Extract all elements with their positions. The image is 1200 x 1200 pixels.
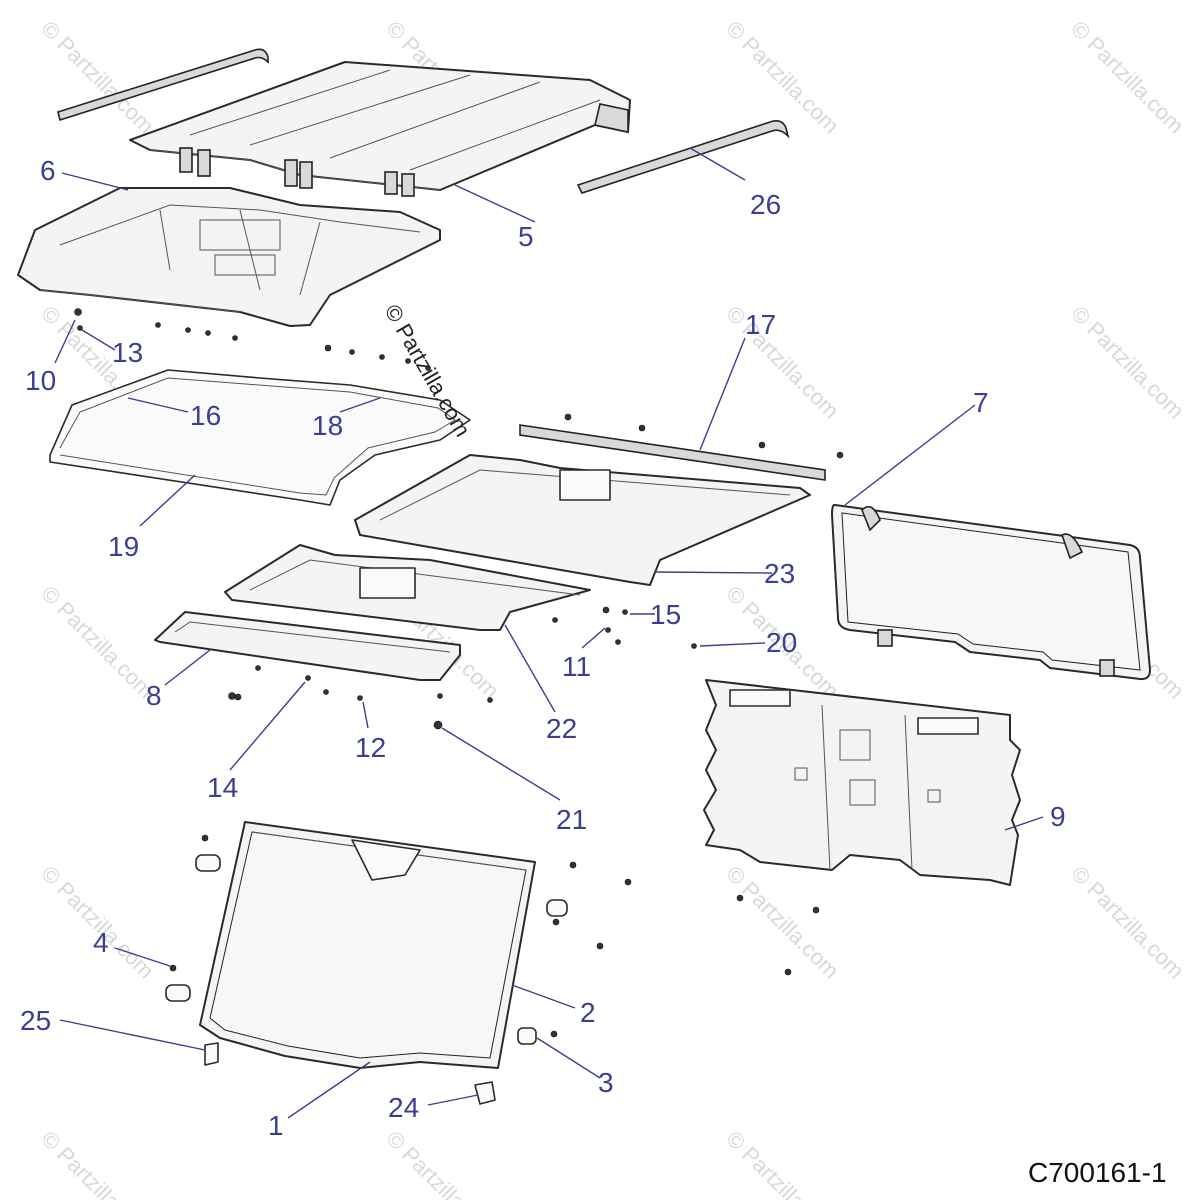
callout-13: 13 <box>112 337 143 368</box>
part-6-headliner <box>17 187 441 327</box>
callout-2: 2 <box>580 997 596 1028</box>
callout-5: 5 <box>518 221 534 252</box>
watermark-text: © Partzilla.com <box>1066 16 1189 139</box>
part-17-mounting-bar <box>519 413 844 481</box>
callout-23: 23 <box>764 558 795 589</box>
callout-21: 21 <box>556 804 587 835</box>
fasteners <box>74 308 820 1038</box>
callout-24: 24 <box>388 1092 419 1123</box>
callout-17: 17 <box>745 309 776 340</box>
part-7-rear-window <box>831 503 1151 681</box>
callout-1: 1 <box>268 1110 284 1141</box>
watermark-text: © Partzilla.com <box>721 16 844 139</box>
callout-26: 26 <box>750 189 781 220</box>
callout-8: 8 <box>146 680 162 711</box>
watermark-text: © Partzilla.com <box>36 581 159 704</box>
part-23-console-tray <box>354 454 811 586</box>
callout-12: 12 <box>355 732 386 763</box>
catalog-code: C700161-1 <box>1028 1157 1167 1188</box>
part-9-back-panel <box>703 679 1021 886</box>
callout-15: 15 <box>650 599 681 630</box>
watermark-text: © Partzilla.com <box>721 1126 844 1200</box>
callout-16: 16 <box>190 400 221 431</box>
watermark-text: © Partzilla.com <box>1066 301 1189 424</box>
callout-25: 25 <box>20 1005 51 1036</box>
part-19-frame <box>49 369 471 506</box>
callout-4: 4 <box>93 927 109 958</box>
callout-20: 20 <box>766 627 797 658</box>
watermark-text: © Partzilla.com <box>36 861 159 984</box>
callout-18: 18 <box>312 410 343 441</box>
callout-11: 11 <box>562 651 591 682</box>
watermark-text: © Partzilla.com <box>36 1126 159 1200</box>
callout-22: 22 <box>546 713 577 744</box>
watermark-text: © Partzilla.com <box>381 1126 504 1200</box>
callout-9: 9 <box>1050 801 1066 832</box>
callout-3: 3 <box>598 1067 614 1098</box>
callout-14: 14 <box>207 772 238 803</box>
leader-lines <box>54 147 1044 1119</box>
callout-7: 7 <box>973 387 989 418</box>
part-5-roof-panel <box>129 61 631 197</box>
part-8-bracket <box>154 611 461 681</box>
part-26-trim-strips <box>57 48 790 194</box>
callout-19: 19 <box>108 531 139 562</box>
part-1-2-windshield <box>199 821 536 1069</box>
watermark-text: © Partzilla.com <box>721 861 844 984</box>
callout-6: 6 <box>40 155 56 186</box>
watermark-text: © Partzilla.com <box>36 16 159 139</box>
callouts: 1 2 3 4 5 6 7 8 9 10 11 12 13 14 15 16 1… <box>20 155 1066 1141</box>
callout-10: 10 <box>25 365 56 396</box>
part-22-lower-tray <box>224 544 591 631</box>
watermark-text: © Partzilla.com <box>1066 861 1189 984</box>
mounting-clips <box>165 854 568 1105</box>
watermark-text: © Partzilla.com <box>721 301 844 424</box>
